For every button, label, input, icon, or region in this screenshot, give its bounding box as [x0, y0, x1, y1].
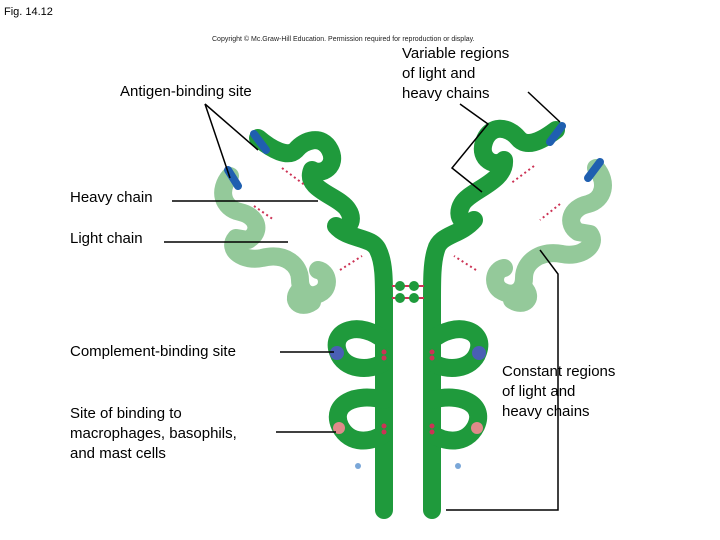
- variable-regions-line-3: heavy chains: [402, 85, 490, 102]
- copyright-notice: Copyright © Mc.Graw-Hill Education. Perm…: [212, 36, 475, 43]
- fc-binding-line-2: macrophages, basophils,: [70, 425, 237, 442]
- right-heavy-chain: [423, 119, 565, 519]
- leader-lines: [164, 91, 561, 511]
- interchain-disulfide-bonds: [253, 165, 561, 271]
- fc-binding-line-3: and mast cells: [70, 445, 166, 462]
- variable-regions-line-2: of light and: [402, 65, 476, 82]
- complement-binding-sites: [330, 346, 486, 360]
- right-light-chain: [486, 159, 612, 312]
- constant-regions-line-2: of light and: [502, 383, 576, 400]
- variable-regions-line-1: Variable regions: [402, 45, 510, 62]
- hinge-disulfide-bonds: [392, 281, 424, 303]
- constant-regions-label: Constant regions of light and heavy chai…: [502, 362, 615, 422]
- fc-binding-line-1: Site of binding to: [70, 405, 182, 422]
- light-chain-label: Light chain: [70, 230, 143, 247]
- heavy-chain-label: Heavy chain: [70, 189, 153, 206]
- antigen-binding-site-label: Antigen-binding site: [120, 83, 252, 100]
- figure-label: Fig. 14.12: [4, 6, 53, 18]
- variable-regions-label: Variable regions of light and heavy chai…: [402, 44, 509, 104]
- fc-binding-sites: [333, 422, 483, 434]
- left-light-chain: [214, 167, 336, 314]
- left-heavy-chain: [249, 129, 393, 519]
- fc-binding-site-label: Site of binding to macrophages, basophil…: [70, 404, 237, 464]
- constant-regions-line-1: Constant regions: [502, 363, 616, 380]
- fc-loops: [327, 320, 489, 450]
- stem-disulfide-dots: [355, 349, 461, 469]
- complement-binding-site-label: Complement-binding site: [70, 343, 236, 360]
- variable-region-markers: [224, 122, 604, 190]
- constant-regions-line-3: heavy chains: [502, 403, 590, 420]
